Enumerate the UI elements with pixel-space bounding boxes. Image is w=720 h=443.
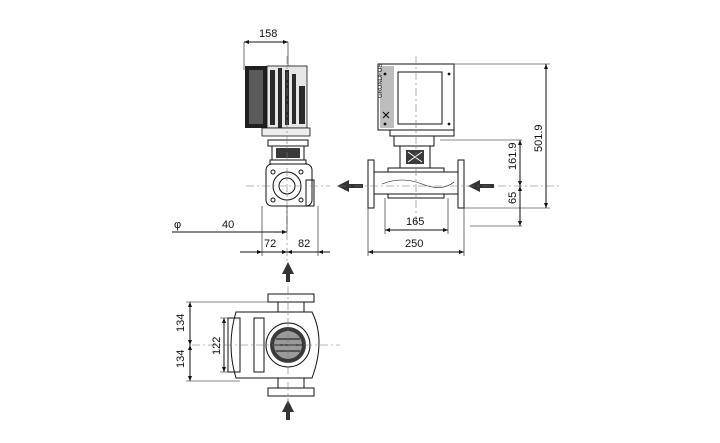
- dimension-motor-width: 158: [243, 28, 289, 70]
- dimension-250: 250: [367, 208, 465, 256]
- dimension-heights: 161.9 65 501.9: [440, 63, 550, 227]
- dimension-half-widths: 134 134: [175, 301, 270, 382]
- dimension-diameter: φ 40: [172, 206, 288, 234]
- pump-body-front: [265, 163, 315, 207]
- half-width-bottom-label: 134: [175, 350, 187, 368]
- dimension-body-width: 122: [211, 317, 240, 373]
- right-offset-label: 82: [298, 238, 310, 250]
- side-view: GRUNDFOS: [337, 56, 560, 256]
- left-offset-label: 72: [264, 238, 276, 250]
- flow-arrows-plan: [282, 262, 294, 420]
- base-height-label: 65: [507, 192, 519, 204]
- diameter-symbol: φ: [174, 219, 181, 231]
- port-to-port-label: 250: [405, 238, 423, 250]
- inner-port-label: 165: [406, 216, 424, 228]
- motor: [245, 65, 311, 137]
- front-view: 158: [172, 28, 330, 262]
- diameter-label: 40: [222, 219, 234, 231]
- total-height-label: 501.9: [533, 124, 545, 152]
- dimension-offsets: 72 82: [240, 206, 330, 256]
- side-lantern: [393, 135, 435, 169]
- coupling-housing: [267, 139, 309, 165]
- head-height-label: 161.9: [507, 142, 519, 170]
- body-width-label: 122: [211, 337, 223, 355]
- dimension-165: 165: [384, 198, 449, 234]
- logo-text: GRUNDFOS: [378, 64, 384, 98]
- plan-view: 134 134 122: [175, 262, 340, 420]
- plan-flanges: [267, 293, 315, 397]
- half-width-top-label: 134: [175, 314, 187, 332]
- motor-width-label: 158: [259, 28, 277, 40]
